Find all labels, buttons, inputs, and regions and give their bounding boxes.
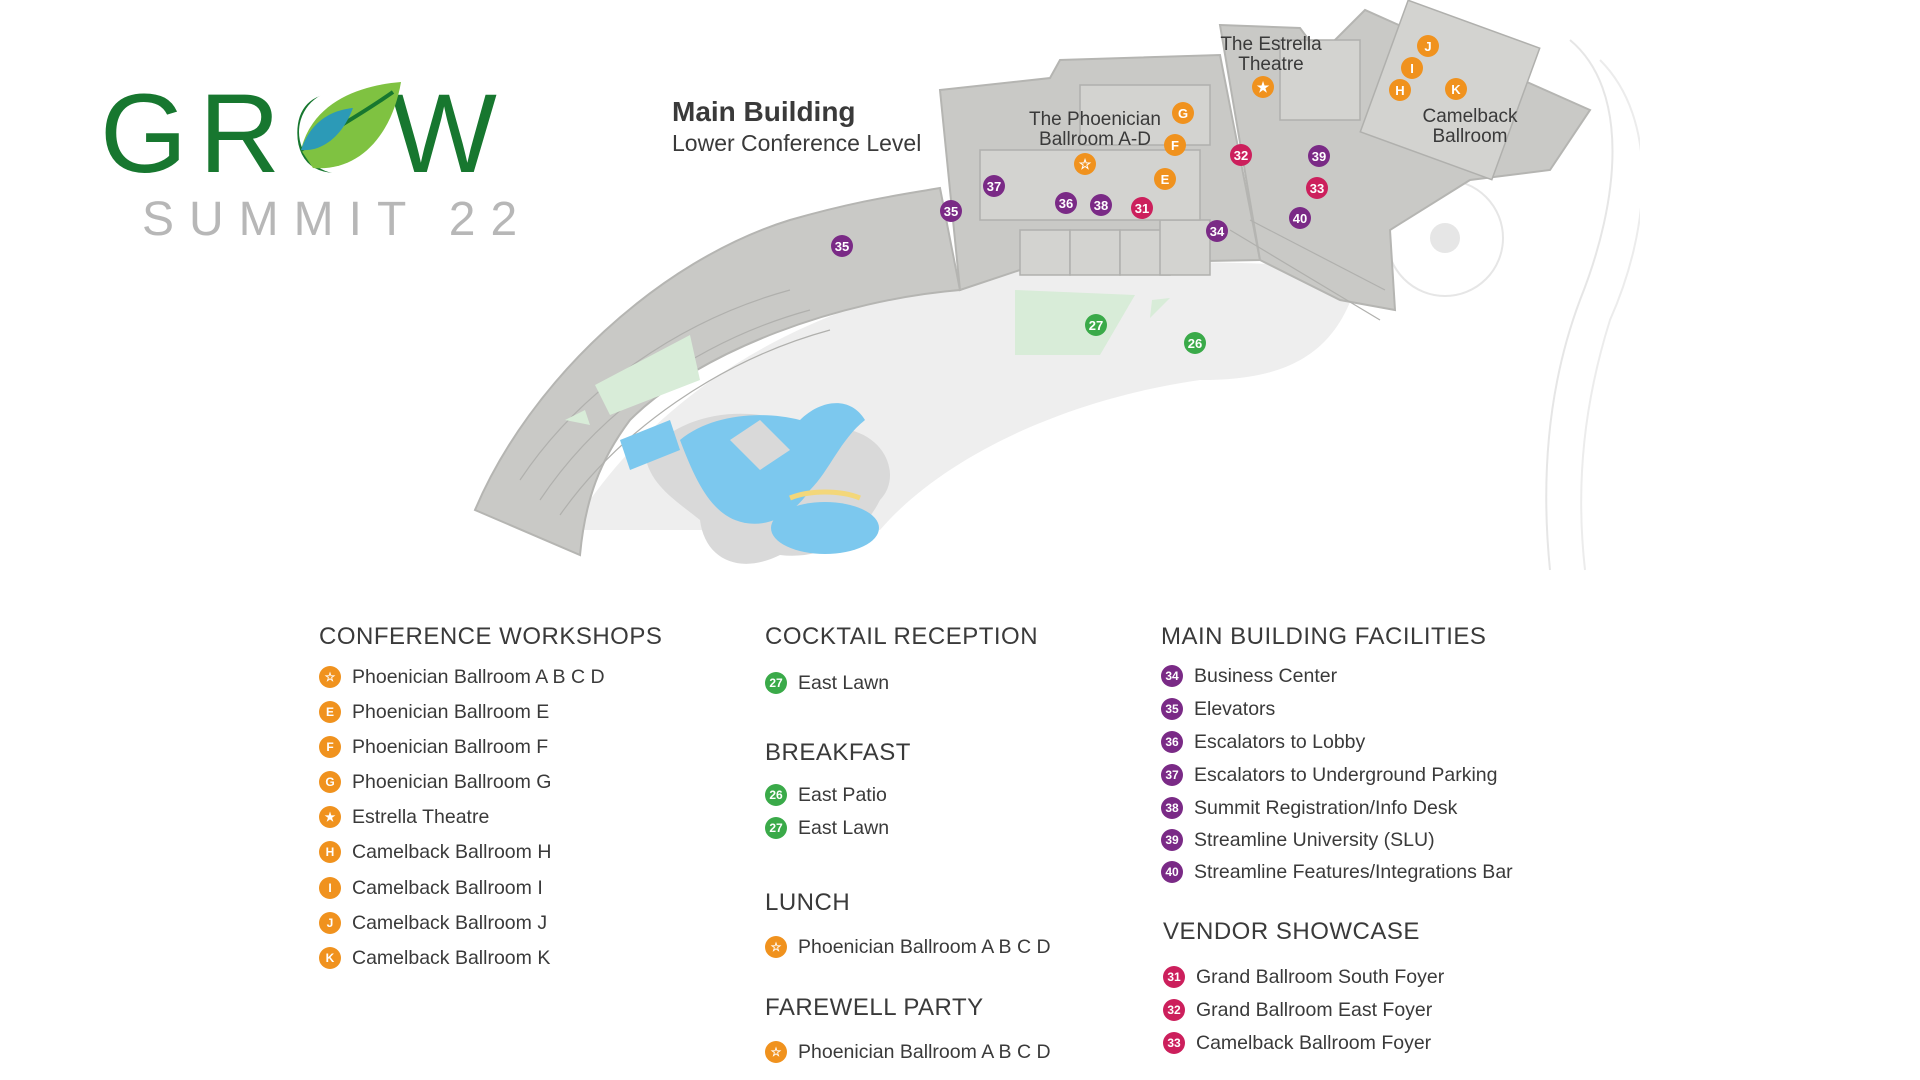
number-31-icon: 31	[1163, 966, 1185, 988]
marker-38[interactable]: 38	[1090, 194, 1112, 216]
marker-h[interactable]: H	[1389, 79, 1411, 101]
marker-31[interactable]: 31	[1131, 197, 1153, 219]
letter-f-icon: F	[319, 736, 341, 758]
logo-wordmark: GROW	[100, 78, 509, 190]
star-outline-icon: ☆	[765, 1041, 787, 1063]
marker-26[interactable]: 26	[1184, 332, 1206, 354]
legend-item: ☆Phoenician Ballroom A B C D	[765, 1040, 1051, 1064]
number-40-icon: 40	[1161, 861, 1183, 883]
number-32-icon: 32	[1163, 999, 1185, 1021]
letter-g-icon: G	[319, 771, 341, 793]
marker-32[interactable]: 32	[1230, 144, 1252, 166]
marker-36[interactable]: 36	[1055, 192, 1077, 214]
estrella-theatre-label: The Estrella Theatre	[1220, 34, 1322, 75]
letter-i-icon: I	[319, 877, 341, 899]
floor-plan-map	[473, 0, 1640, 571]
letter-j-icon: J	[319, 912, 341, 934]
marker-e[interactable]: E	[1154, 168, 1176, 190]
marker-35-upper[interactable]: 35	[940, 200, 962, 222]
star-outline-icon: ☆	[765, 936, 787, 958]
number-35-icon: 35	[1161, 698, 1183, 720]
map-subtitle: Lower Conference Level	[672, 130, 922, 156]
star-icon: ★	[319, 806, 341, 828]
marker-27[interactable]: 27	[1085, 314, 1107, 336]
vendor-heading: VENDOR SHOWCASE	[1163, 918, 1420, 945]
number-27-icon: 27	[765, 817, 787, 839]
number-34-icon: 34	[1161, 665, 1183, 687]
legend-item: ☆Phoenician Ballroom A B C D	[319, 665, 605, 689]
logo-subtitle: SUMMIT 22	[142, 193, 533, 246]
marker-j[interactable]: J	[1417, 35, 1439, 57]
marker-35-lower[interactable]: 35	[831, 235, 853, 257]
marker-37[interactable]: 37	[983, 175, 1005, 197]
leaf-icon	[299, 82, 401, 174]
number-36-icon: 36	[1161, 731, 1183, 753]
farewell-heading: FAREWELL PARTY	[765, 994, 984, 1021]
number-33-icon: 33	[1163, 1032, 1185, 1054]
map-title: Main Building	[672, 96, 856, 127]
camelback-ballroom-label: Camelback Ballroom	[1422, 106, 1518, 147]
marker-33[interactable]: 33	[1306, 177, 1328, 199]
workshops-heading: CONFERENCE WORKSHOPS	[319, 623, 663, 650]
letter-h-icon: H	[319, 841, 341, 863]
number-37-icon: 37	[1161, 764, 1183, 786]
marker-34[interactable]: 34	[1206, 220, 1228, 242]
marker-f[interactable]: F	[1164, 134, 1186, 156]
star-outline-icon: ☆	[319, 666, 341, 688]
letter-k-icon: K	[319, 947, 341, 969]
number-38-icon: 38	[1161, 797, 1183, 819]
estrella-star-marker[interactable]: ★	[1252, 76, 1274, 98]
legend-item: ★Estrella Theatre	[319, 805, 489, 829]
number-39-icon: 39	[1161, 829, 1183, 851]
number-27-icon: 27	[765, 672, 787, 694]
legend-item: ☆Phoenician Ballroom A B C D	[765, 935, 1051, 959]
phoenician-star-marker[interactable]: ☆	[1074, 153, 1096, 175]
letter-e-icon: E	[319, 701, 341, 723]
cocktail-heading: COCKTAIL RECEPTION	[765, 623, 1039, 650]
marker-g[interactable]: G	[1172, 102, 1194, 124]
number-26-icon: 26	[765, 784, 787, 806]
marker-i[interactable]: I	[1401, 57, 1423, 79]
breakfast-heading: BREAKFAST	[765, 739, 911, 766]
marker-40[interactable]: 40	[1289, 207, 1311, 229]
lunch-heading: LUNCH	[765, 889, 851, 916]
marker-39[interactable]: 39	[1308, 145, 1330, 167]
facilities-heading: MAIN BUILDING FACILITIES	[1161, 623, 1487, 650]
phoenician-ballroom-label: The Phoenician Ballroom A-D	[1028, 109, 1162, 150]
marker-k[interactable]: K	[1445, 78, 1467, 100]
